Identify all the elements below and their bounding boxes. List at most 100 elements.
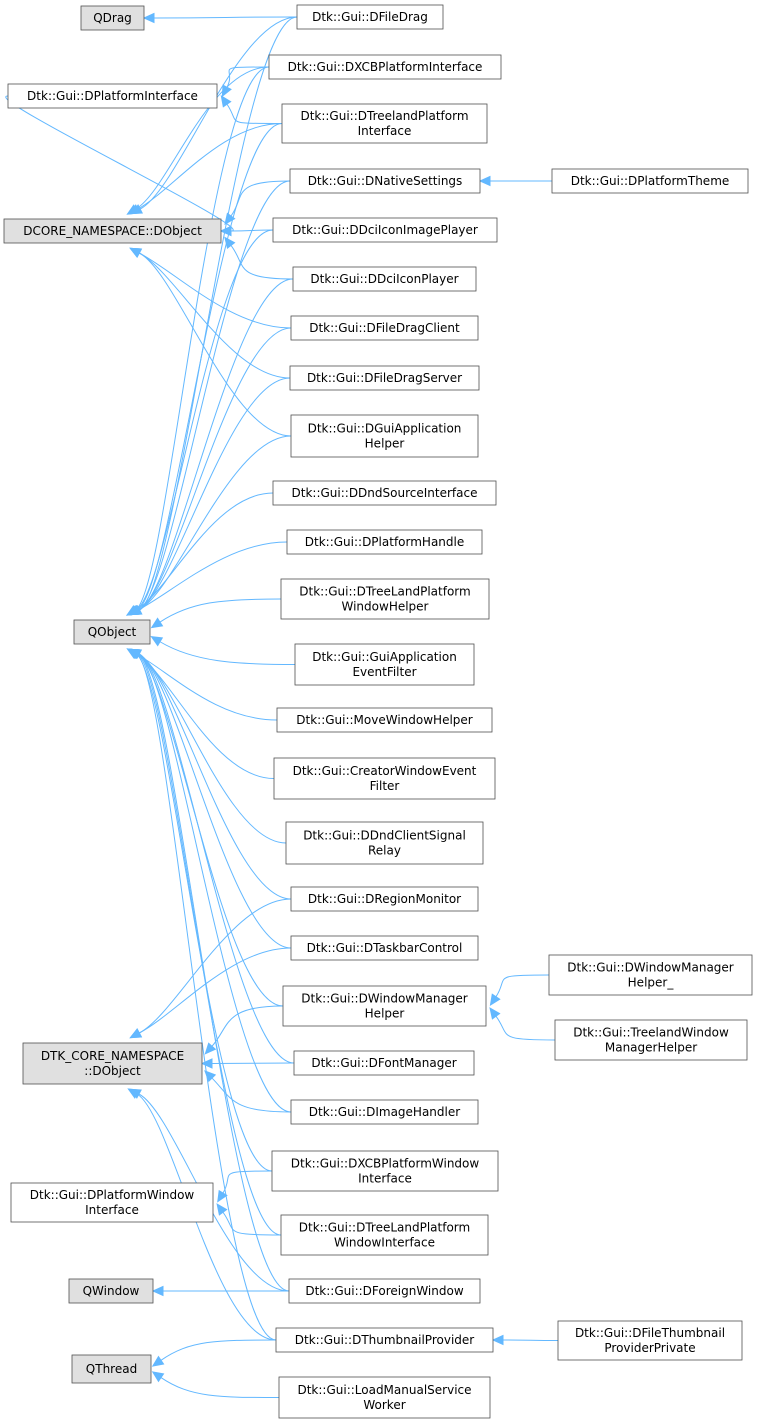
- edge-line: [137, 653, 287, 844]
- class-node-ddndsourceinterface[interactable]: Dtk::Gui::DDndSourceInterface: [272, 480, 497, 506]
- class-name-line: Dtk::Gui::DGuiApplication: [308, 422, 462, 436]
- inheritance-arrowhead: [128, 605, 142, 616]
- class-box: [548, 954, 753, 996]
- edge-line: [137, 123, 283, 210]
- class-name-line: Dtk::Gui::DTaskbarControl: [307, 941, 463, 955]
- class-name-line: Filter: [370, 779, 400, 793]
- edge-line: [138, 252, 291, 379]
- class-box: [282, 985, 487, 1027]
- class-name-line: Dtk::Gui::DTreelandPlatform: [300, 109, 468, 123]
- class-name-line: Relay: [368, 844, 401, 858]
- class-name-line: Helper: [365, 1007, 405, 1021]
- class-node-ddciiconimageplayer[interactable]: Dtk::Gui::DDciIconImagePlayer: [272, 217, 498, 243]
- edge-line: [135, 653, 273, 1172]
- edge-line: [222, 1170, 273, 1194]
- edge-line: [159, 598, 282, 623]
- class-name-line: EventFilter: [352, 665, 416, 679]
- edge-dtreelandplatforminterface-to-dcore_dobject: [128, 123, 283, 215]
- class-box: [290, 1099, 479, 1125]
- class-node-dthumbnailprovider[interactable]: Dtk::Gui::DThumbnailProvider: [275, 1327, 494, 1353]
- class-node-dimagehandler[interactable]: Dtk::Gui::DImageHandler: [290, 1099, 479, 1125]
- edge-line: [153, 16, 298, 19]
- class-name-line: Dtk::Gui::DTreeLandPlatform: [299, 1221, 470, 1235]
- inheritance-arrowhead: [204, 1070, 217, 1083]
- class-node-qdrag: QDrag: [80, 5, 145, 31]
- class-node-dxcbplatforminterface[interactable]: Dtk::Gui::DXCBPlatformInterface: [268, 54, 502, 80]
- class-box: [268, 54, 502, 80]
- class-node-dregionmonitor[interactable]: Dtk::Gui::DRegionMonitor: [290, 886, 479, 912]
- edge-dfiledragserver-to-qobject: [128, 377, 291, 616]
- class-node-dfiledragserver[interactable]: Dtk::Gui::DFileDragServer: [289, 365, 480, 391]
- class-name-line: Interface: [358, 1172, 412, 1186]
- edge-loadmanualserviceworker-to-qthread: [151, 1371, 280, 1399]
- class-name-line: QWindow: [83, 1284, 140, 1298]
- class-box: [285, 821, 484, 865]
- edge-line: [211, 1077, 292, 1113]
- class-name-line: Dtk::Gui::DFontManager: [311, 1056, 456, 1070]
- edge-dxcbplatforminterface-to-dplatforminterface: [221, 66, 270, 98]
- edge-dtreelandplatforminterface-to-dplatforminterface: [220, 95, 283, 125]
- class-name-line: Dtk::Gui::MoveWindowHelper: [296, 713, 473, 727]
- class-box: [272, 480, 497, 506]
- edge-line: [230, 180, 291, 217]
- edge-dplatformhandle-to-qobject: [128, 541, 288, 616]
- class-node-ddciiconplayer[interactable]: Dtk::Gui::DDciIconPlayer: [292, 266, 477, 292]
- inheritance-arrowhead: [128, 204, 141, 215]
- class-name-line: Interface: [85, 1203, 139, 1217]
- class-box: [272, 217, 498, 243]
- edge-dwindowmanagerhelper_-to-dwindowmanagerhelper: [489, 974, 550, 1007]
- class-node-dtreelandplatformwindowinterface[interactable]: Dtk::Gui::DTreeLandPlatformWindowInterfa…: [280, 1214, 489, 1256]
- class-node-dtaskbarcontrol[interactable]: Dtk::Gui::DTaskbarControl: [290, 935, 479, 961]
- class-node-dfiledrag[interactable]: Dtk::Gui::DFileDrag: [296, 4, 444, 30]
- class-box: [271, 1150, 499, 1192]
- edge-line: [135, 66, 270, 611]
- class-node-dplatforminterface[interactable]: Dtk::Gui::DPlatformInterface: [7, 83, 218, 109]
- class-node-dnativesettings[interactable]: Dtk::Gui::DNativeSettings: [289, 168, 481, 194]
- edge-dthumbnailprovider-to-qobject: [126, 648, 277, 1341]
- class-node-dplatformtheme[interactable]: Dtk::Gui::DPlatformTheme: [551, 168, 749, 194]
- class-box: [288, 1278, 481, 1304]
- class-name-line: Dtk::Gui::DTreeLandPlatform: [299, 585, 470, 599]
- edge-line: [138, 653, 292, 949]
- inheritance-arrowhead: [489, 1007, 501, 1020]
- edge-ddciiconimageplayer-to-qobject: [126, 229, 274, 616]
- edge-line: [135, 492, 274, 611]
- class-node-dplatformhandle[interactable]: Dtk::Gui::DPlatformHandle: [286, 529, 483, 555]
- class-node-dfontmanager[interactable]: Dtk::Gui::DFontManager: [293, 1050, 475, 1076]
- class-node-dfiledragclient[interactable]: Dtk::Gui::DFileDragClient: [290, 315, 479, 341]
- inheritance-arrowhead: [129, 1028, 143, 1039]
- class-name-line: Dtk::Gui::DDciIconImagePlayer: [292, 223, 478, 237]
- class-box: [3, 218, 222, 244]
- edge-line: [136, 1093, 277, 1341]
- edge-treelandwindowmanagerhelper-to-dwindowmanagerhelper: [489, 1007, 556, 1041]
- edge-line: [230, 245, 294, 280]
- edge-line: [138, 541, 288, 611]
- class-name-line: Dtk::Gui::DDndClientSignal: [303, 829, 466, 843]
- edge-dwindowmanagerhelper-to-dtk_core_dobject: [204, 1005, 284, 1055]
- class-box: [276, 707, 493, 733]
- edge-dnativesettings-to-qobject: [128, 180, 291, 616]
- edge-movewindowhelper-to-qobject: [127, 648, 278, 721]
- class-node-movewindowhelper[interactable]: Dtk::Gui::MoveWindowHelper: [276, 707, 493, 733]
- class-box: [73, 619, 151, 645]
- class-box: [290, 935, 479, 961]
- class-name-line: Dtk::Gui::DThumbnailProvider: [295, 1333, 474, 1347]
- class-node-qobject: QObject: [73, 619, 151, 645]
- edge-line: [226, 66, 270, 88]
- class-node-dforeignwindow[interactable]: Dtk::Gui::DForeignWindow: [288, 1278, 481, 1304]
- edge-dthumbnailprovider-to-qthread: [151, 1339, 277, 1367]
- inheritance-arrowhead: [129, 247, 143, 258]
